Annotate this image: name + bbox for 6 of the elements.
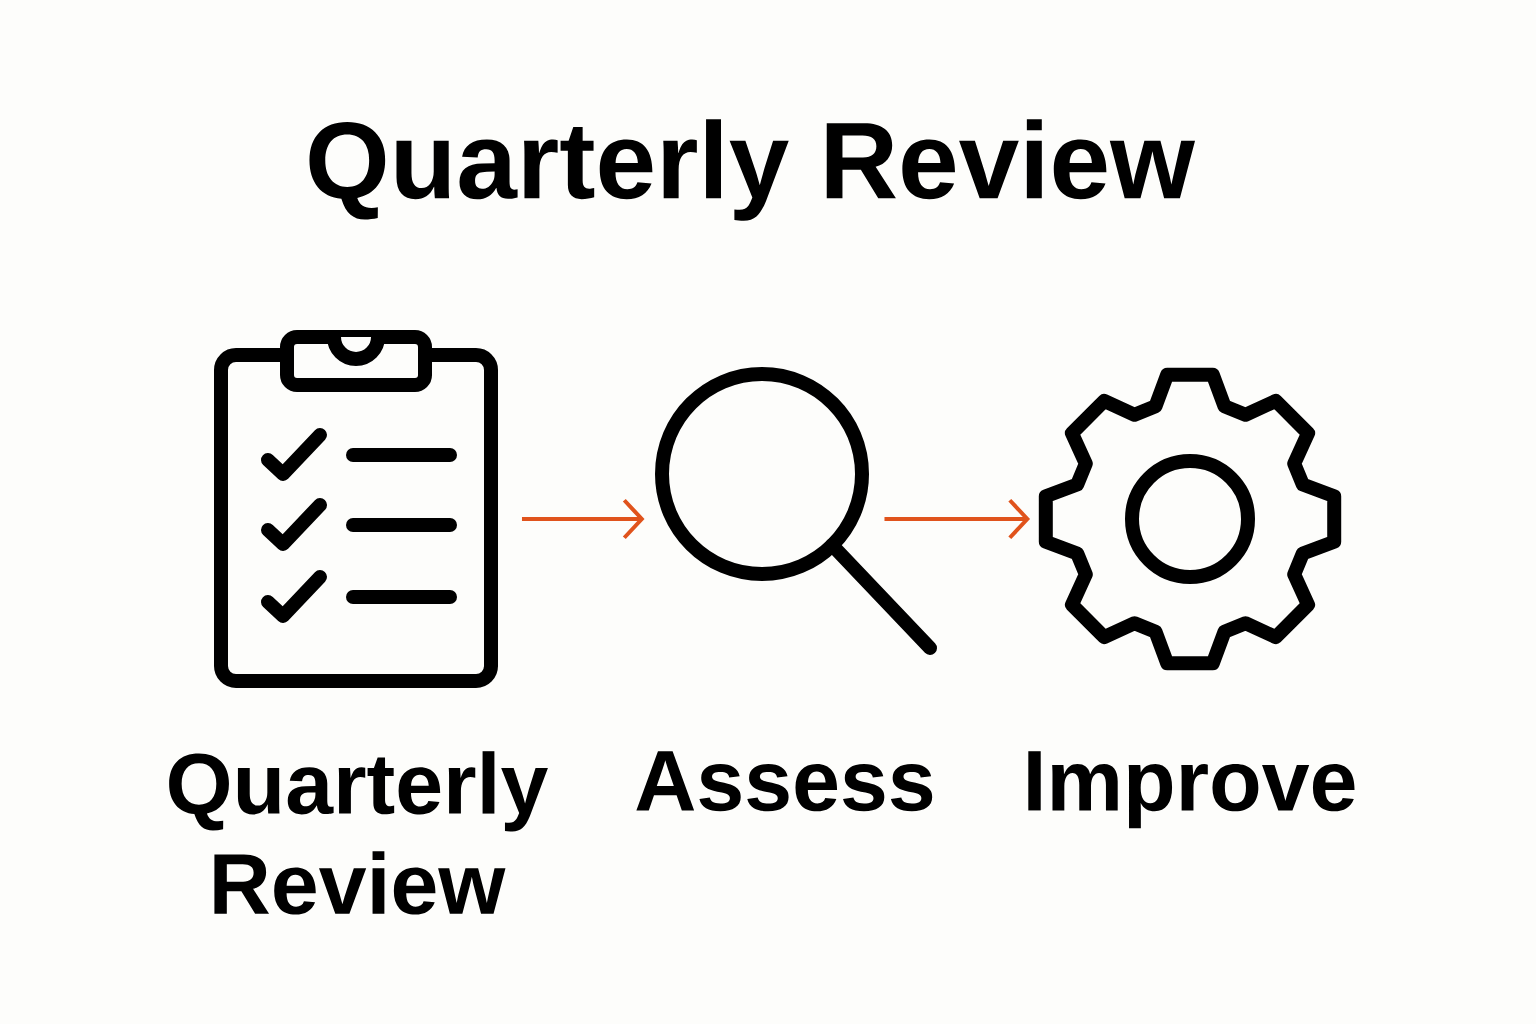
node-label: Quarterly Review <box>169 751 548 915</box>
arrow <box>521 498 645 540</box>
title: Quarterly Review <box>309 119 1195 221</box>
node-label: Improve <box>1028 751 1355 829</box>
arrow <box>884 498 1031 540</box>
node-label: Assess <box>636 751 933 812</box>
